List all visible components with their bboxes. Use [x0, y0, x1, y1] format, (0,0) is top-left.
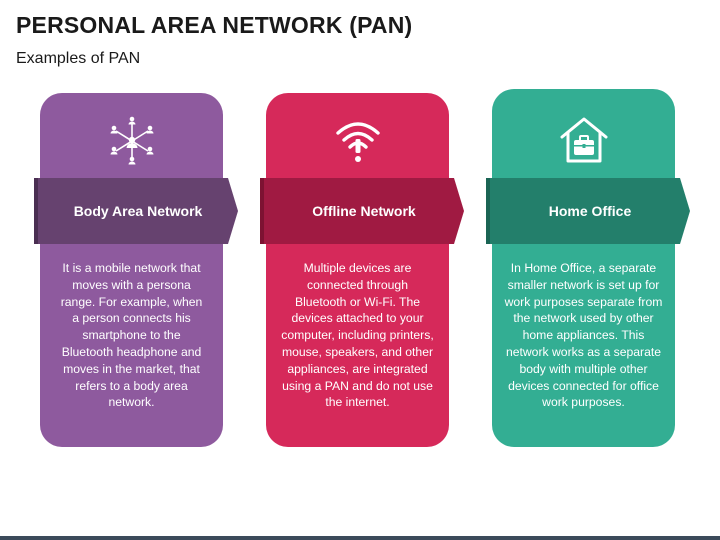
card-body-area-network: It is a mobile network that moves with a… — [40, 93, 223, 447]
page-subtitle: Examples of PAN — [16, 50, 141, 67]
network-people-icon — [110, 116, 153, 165]
card-home-office: In Home Office, a separate smaller netwo… — [492, 89, 675, 447]
band-tab — [486, 178, 492, 244]
card-heading-band: Home Office — [490, 178, 690, 244]
band-tab — [260, 178, 266, 244]
card-description: It is a mobile network that moves with a… — [60, 261, 203, 410]
wifi-alert-icon — [335, 122, 380, 162]
card-heading-band: Offline Network — [264, 178, 464, 244]
card-heading: Offline Network — [312, 203, 416, 219]
card-heading: Home Office — [548, 203, 632, 219]
card-heading-band: Body Area Network — [38, 178, 238, 244]
band-tab — [34, 178, 40, 244]
card-offline-network: Multiple devices are connected through B… — [266, 93, 449, 447]
home-office-icon — [560, 117, 607, 163]
card-description: In Home Office, a separate smaller netwo… — [504, 261, 663, 410]
card-heading: Body Area Network — [73, 203, 203, 219]
page-title: PERSONAL AREA NETWORK (PAN) — [16, 12, 413, 38]
footer-bar — [0, 536, 720, 540]
card-description: Multiple devices are connected through B… — [281, 261, 434, 410]
